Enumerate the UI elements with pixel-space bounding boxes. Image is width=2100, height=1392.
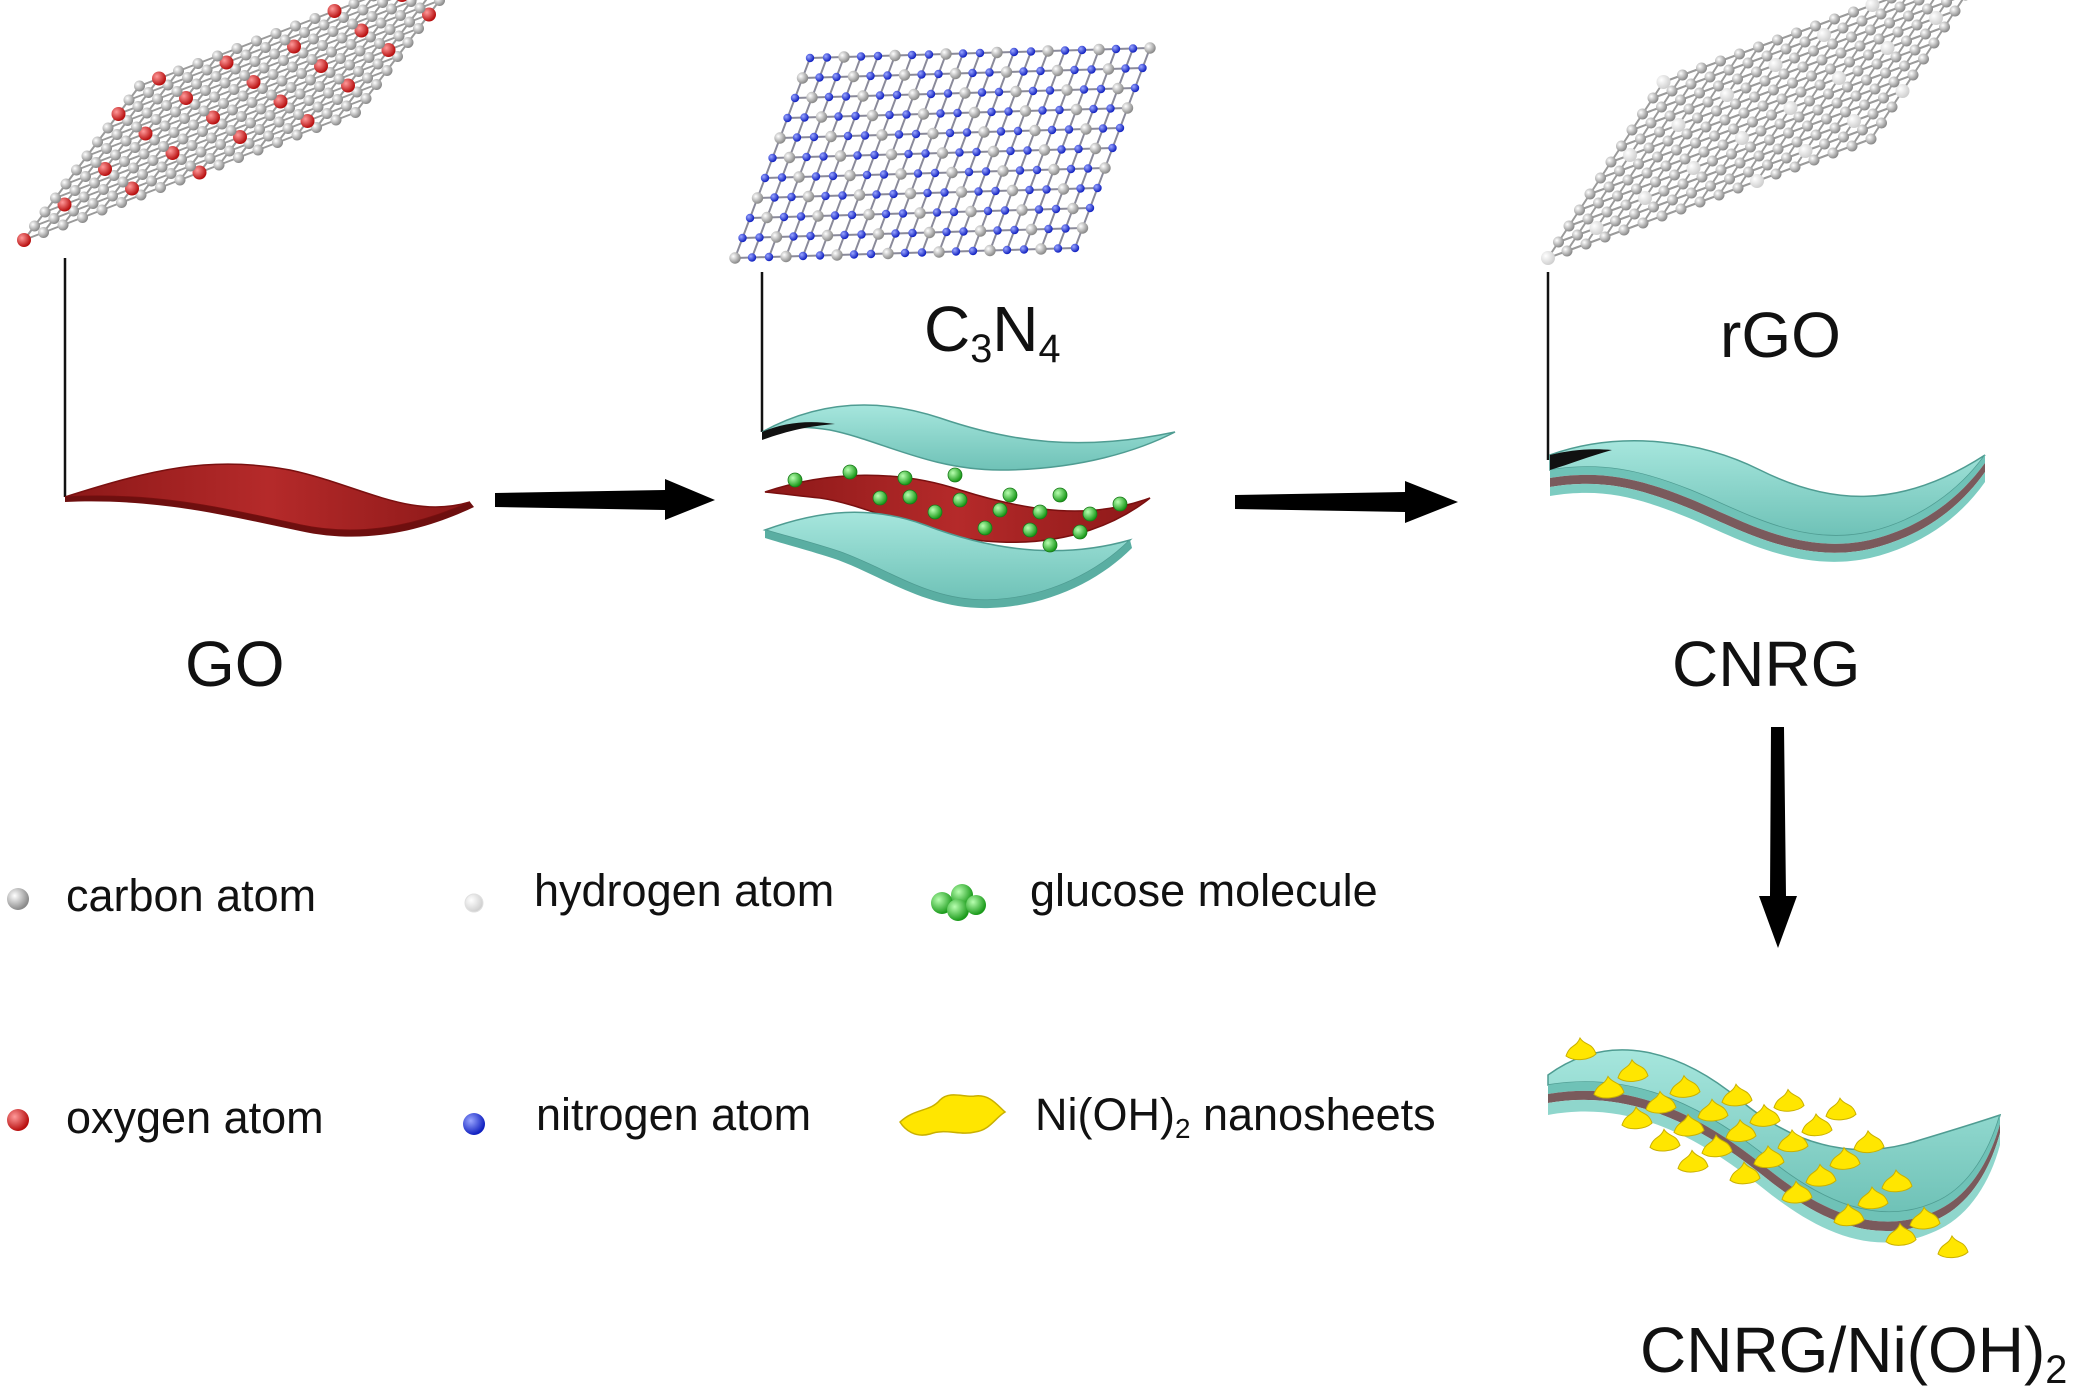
- cnrg-nioh-composite: [1547, 1036, 2002, 1259]
- oxygen-atom-icon: [7, 1109, 29, 1131]
- legend-hydrogen-label: hydrogen atom: [534, 865, 835, 916]
- c3n4-top-sheet-shadow: [762, 422, 835, 440]
- legend-nioh-main: Ni(OH): [1035, 1089, 1175, 1140]
- cnrg-rgo-layer: [1550, 463, 1985, 553]
- legend-nitrogen-label: nitrogen atom: [536, 1089, 812, 1140]
- lattice-atoms: [1541, 0, 1968, 265]
- carbon-atom-icon: [7, 888, 29, 910]
- cnrg-label: CNRG: [1672, 628, 1861, 700]
- c3n4-sandwich: [761, 404, 1176, 609]
- legend-nioh-rest: nanosheets: [1190, 1089, 1436, 1140]
- go-sheet-edge: [65, 496, 474, 537]
- c3n4-molecular-structure: [729, 42, 1156, 264]
- cnrg-nioh-label-sub: 2: [2045, 1348, 2068, 1392]
- legend-nioh-sub: 2: [1174, 1112, 1191, 1144]
- cnrg-sheet: [1549, 440, 1986, 562]
- c3n4-label: C3N4: [924, 297, 1061, 370]
- rgo-molecular-structure: [1541, 0, 1968, 265]
- hydrogen-atom-icon: [464, 893, 484, 913]
- c3n4-label-c: C: [924, 293, 971, 365]
- cnrg-shadow-wedge: [1550, 449, 1612, 470]
- lattice-atoms: [17, 0, 445, 247]
- nitrogen-atom-icon: [463, 1113, 485, 1135]
- legend-nioh-label: Ni(OH)2 nanosheets: [1035, 1092, 1436, 1143]
- c3n4-label-n: N: [992, 293, 1039, 365]
- arrow-down-icon: [1759, 727, 1797, 948]
- cnrg-teal-edge-bottom: [1550, 472, 1985, 562]
- go-middle-sheet: [764, 474, 1151, 543]
- nioh-nanosheet-icon: [899, 1094, 1007, 1136]
- c3n4-top-sheet: [761, 404, 1176, 471]
- glucose-molecule-icon: [931, 884, 986, 921]
- legend-carbon-label: carbon atom: [66, 870, 317, 921]
- nioh-nanosheets-on-surface: [1565, 1036, 1969, 1259]
- rgo-label: rGO: [1720, 299, 1841, 371]
- lattice-atoms: [729, 42, 1156, 264]
- cnrg-nioh-label: CNRG/Ni(OH)2: [1640, 1318, 2067, 1391]
- c3n4-label-sub-4: 4: [1038, 327, 1061, 372]
- c3n4-label-sub-3: 3: [970, 327, 993, 372]
- glucose-molecules: [787, 464, 1128, 553]
- legend-glucose-label: glucose molecule: [1030, 865, 1378, 916]
- go-molecular-structure: [17, 0, 445, 247]
- go-label: GO: [185, 628, 285, 700]
- arrow-right-icon: [1235, 481, 1458, 523]
- arrow-right-icon: [495, 479, 715, 520]
- cnrg-nioh-label-main: CNRG/Ni(OH): [1640, 1314, 2046, 1386]
- legend-oxygen-label: oxygen atom: [66, 1092, 324, 1143]
- cnrg-teal-edge-top: [1550, 455, 1985, 544]
